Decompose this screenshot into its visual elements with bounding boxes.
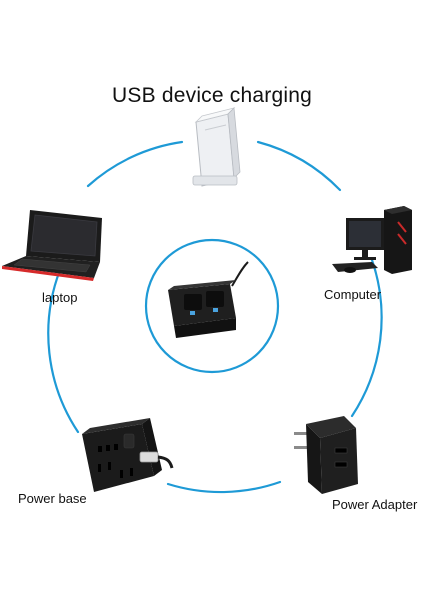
- charging-dock-icon: [168, 261, 249, 338]
- desktop-computer-icon: [332, 206, 412, 274]
- power-strip-icon: [82, 418, 174, 492]
- ring-arc-right: [350, 258, 383, 418]
- node-label-power-base: Power base: [18, 491, 87, 506]
- node-label-power-adapter: Power Adapter: [332, 497, 418, 512]
- node-label-computer: Computer: [324, 287, 382, 302]
- inner-ring: [144, 238, 280, 374]
- ring-arc-top-right: [256, 140, 342, 192]
- ring-arc-left: [47, 268, 80, 434]
- game-console-icon: [192, 107, 241, 187]
- ring-arc-top-left: [86, 140, 184, 188]
- ring-arc-bottom: [166, 480, 282, 494]
- outer-ring: [47, 140, 383, 494]
- laptop-icon: [2, 210, 102, 281]
- usb-wall-adapter-icon: [294, 416, 358, 494]
- node-label-laptop: laptop: [42, 290, 78, 305]
- diagram-title: USB device charging: [112, 84, 312, 107]
